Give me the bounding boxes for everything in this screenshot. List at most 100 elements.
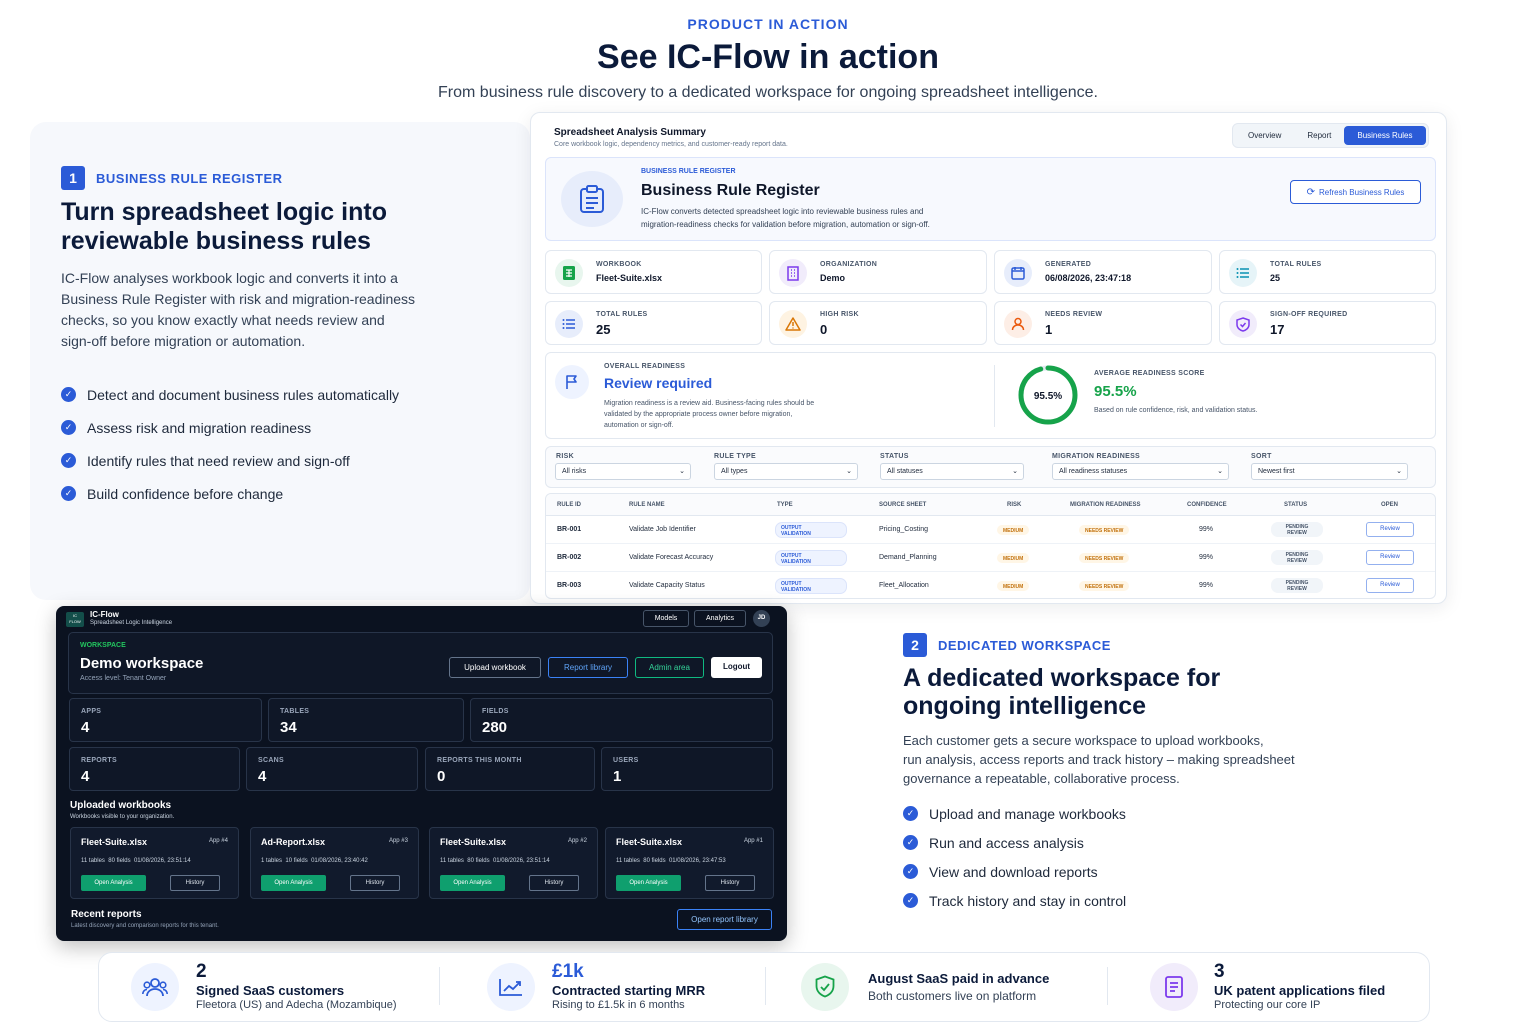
tab-business-rules[interactable]: Business Rules bbox=[1344, 126, 1426, 145]
list-item: ✓Detect and document business rules auto… bbox=[61, 378, 399, 411]
metric-high-risk-card: HIGH RISK 0 bbox=[769, 301, 987, 345]
section2-heading-row: 2 DEDICATED WORKSPACE bbox=[903, 633, 1111, 657]
divider bbox=[765, 967, 766, 1005]
workspace-header-card: WORKSPACE Demo workspace Access level: T… bbox=[68, 632, 773, 694]
chevron-down-icon: ⌄ bbox=[679, 468, 685, 475]
stat-title: Contracted starting MRR bbox=[552, 983, 706, 998]
logout-button[interactable]: Logout bbox=[711, 657, 762, 678]
open-analysis-button[interactable]: Open Analysis bbox=[440, 875, 505, 891]
meta-value: Demo bbox=[820, 273, 846, 283]
chevron-down-icon: ⌄ bbox=[846, 468, 852, 475]
upload-workbook-button[interactable]: Upload workbook bbox=[449, 657, 541, 678]
table-row[interactable]: BR-002 Validate Forecast Accuracy OUTPUT… bbox=[546, 544, 1435, 572]
filter-bar: RISK All risks⌄ RULE TYPE All types⌄ STA… bbox=[545, 446, 1436, 488]
user-icon bbox=[1004, 310, 1032, 338]
divider bbox=[994, 365, 995, 427]
spreadsheet-icon bbox=[555, 259, 583, 287]
col-header: CONFIDENCE bbox=[1187, 502, 1227, 508]
analytics-button[interactable]: Analytics bbox=[694, 610, 746, 627]
stat-customers: 2 Signed SaaS customers Fleetora (US) an… bbox=[99, 953, 439, 1023]
check-icon: ✓ bbox=[61, 420, 76, 435]
filter-label: RISK bbox=[556, 453, 574, 460]
avatar[interactable]: JD bbox=[753, 610, 770, 627]
col-header: TYPE bbox=[777, 502, 793, 508]
shield-check-icon bbox=[1229, 310, 1257, 338]
history-button[interactable]: History bbox=[350, 875, 400, 891]
models-button[interactable]: Models bbox=[643, 610, 689, 627]
open-analysis-button[interactable]: Open Analysis bbox=[81, 875, 146, 891]
readiness-description: Migration readiness is a review aid. Bus… bbox=[604, 400, 815, 429]
history-button[interactable]: History bbox=[170, 875, 220, 891]
tab-overview[interactable]: Overview bbox=[1248, 131, 1282, 140]
refresh-rules-button[interactable]: ⟳Refresh Business Rules bbox=[1290, 180, 1421, 204]
banner-description: IC-Flow converts detected spreadsheet lo… bbox=[641, 207, 930, 229]
stat-title: Signed SaaS customers bbox=[196, 983, 345, 998]
score-note: Based on rule confidence, risk, and vali… bbox=[1094, 407, 1258, 414]
meta-total-rules-card: TOTAL RULES 25 bbox=[1219, 250, 1436, 294]
section2-bullets: ✓Upload and manage workbooks ✓Run and ac… bbox=[903, 799, 1126, 915]
migration-readiness-filter-select[interactable]: All readiness statuses⌄ bbox=[1052, 463, 1229, 480]
workspace-eyebrow: WORKSPACE bbox=[80, 642, 126, 649]
meta-organization-card: ORGANIZATION Demo bbox=[769, 250, 987, 294]
header-eyebrow: PRODUCT IN ACTION bbox=[687, 16, 849, 32]
filter-label: MIGRATION READINESS bbox=[1052, 453, 1141, 460]
history-button[interactable]: History bbox=[705, 875, 755, 891]
section1-bullets: ✓Detect and document business rules auto… bbox=[61, 378, 399, 510]
open-analysis-button[interactable]: Open Analysis bbox=[616, 875, 681, 891]
risk-filter-select[interactable]: All risks⌄ bbox=[555, 463, 691, 480]
panel-title: Spreadsheet Analysis Summary bbox=[554, 127, 706, 138]
readiness-eyebrow: OVERALL READINESS bbox=[604, 363, 686, 370]
list-item: ✓View and download reports bbox=[903, 857, 1126, 886]
meta-label: ORGANIZATION bbox=[820, 261, 878, 268]
admin-area-button[interactable]: Admin area bbox=[635, 657, 704, 678]
source-sheet: Demand_Planning bbox=[879, 554, 937, 561]
readiness-badge: NEEDS REVIEW bbox=[1079, 525, 1130, 535]
section2-body: Each customer gets a secure workspace to… bbox=[903, 733, 1295, 786]
stat-title: UK patent applications filed bbox=[1214, 983, 1386, 998]
rule-id: BR-003 bbox=[557, 582, 582, 589]
meta-generated-card: GENERATED 06/08/2026, 23:47:18 bbox=[994, 250, 1212, 294]
list-item: ✓Run and access analysis bbox=[903, 828, 1126, 857]
check-icon: ✓ bbox=[61, 486, 76, 501]
rule-id: BR-001 bbox=[557, 526, 582, 533]
col-header: MIGRATION READINESS bbox=[1070, 502, 1141, 508]
score-value: 95.5% bbox=[1094, 383, 1137, 400]
meta-label: GENERATED bbox=[1045, 261, 1092, 268]
review-button[interactable]: Review bbox=[1366, 578, 1414, 593]
report-library-button[interactable]: Report library bbox=[548, 657, 628, 678]
meta-value: Fleet-Suite.xlsx bbox=[596, 273, 663, 283]
filter-label: STATUS bbox=[880, 453, 909, 460]
stat-subtitle: Both customers live on platform bbox=[868, 989, 1037, 1003]
warning-icon bbox=[779, 310, 807, 338]
section2-eyebrow: DEDICATED WORKSPACE bbox=[938, 637, 1111, 653]
sort-select[interactable]: Newest first⌄ bbox=[1251, 463, 1408, 480]
tab-report[interactable]: Report bbox=[1307, 131, 1332, 140]
status-filter-select[interactable]: All statuses⌄ bbox=[880, 463, 1024, 480]
stats-bar: 2 Signed SaaS customers Fleetora (US) an… bbox=[98, 952, 1430, 1022]
chevron-down-icon: ⌄ bbox=[1012, 468, 1018, 475]
app-name: IC-Flow bbox=[90, 610, 119, 619]
review-button[interactable]: Review bbox=[1366, 522, 1414, 537]
rule-type-filter-select[interactable]: All types⌄ bbox=[714, 463, 858, 480]
history-button[interactable]: History bbox=[529, 875, 579, 891]
open-analysis-button[interactable]: Open Analysis bbox=[261, 875, 326, 891]
list-item: ✓Upload and manage workbooks bbox=[903, 799, 1126, 828]
uploaded-workbooks-title: Uploaded workbooks bbox=[70, 800, 172, 811]
stat-patents: 3 UK patent applications filed Protectin… bbox=[1107, 953, 1429, 1023]
review-button[interactable]: Review bbox=[1366, 550, 1414, 565]
workspace-title: Demo workspace bbox=[80, 655, 204, 672]
risk-badge: MEDIUM bbox=[997, 525, 1030, 535]
list-icon bbox=[1229, 259, 1257, 287]
rule-id: BR-002 bbox=[557, 554, 582, 561]
open-report-library-button[interactable]: Open report library bbox=[677, 909, 772, 930]
metric-sign-off-card: SIGN-OFF REQUIRED 17 bbox=[1219, 301, 1436, 345]
